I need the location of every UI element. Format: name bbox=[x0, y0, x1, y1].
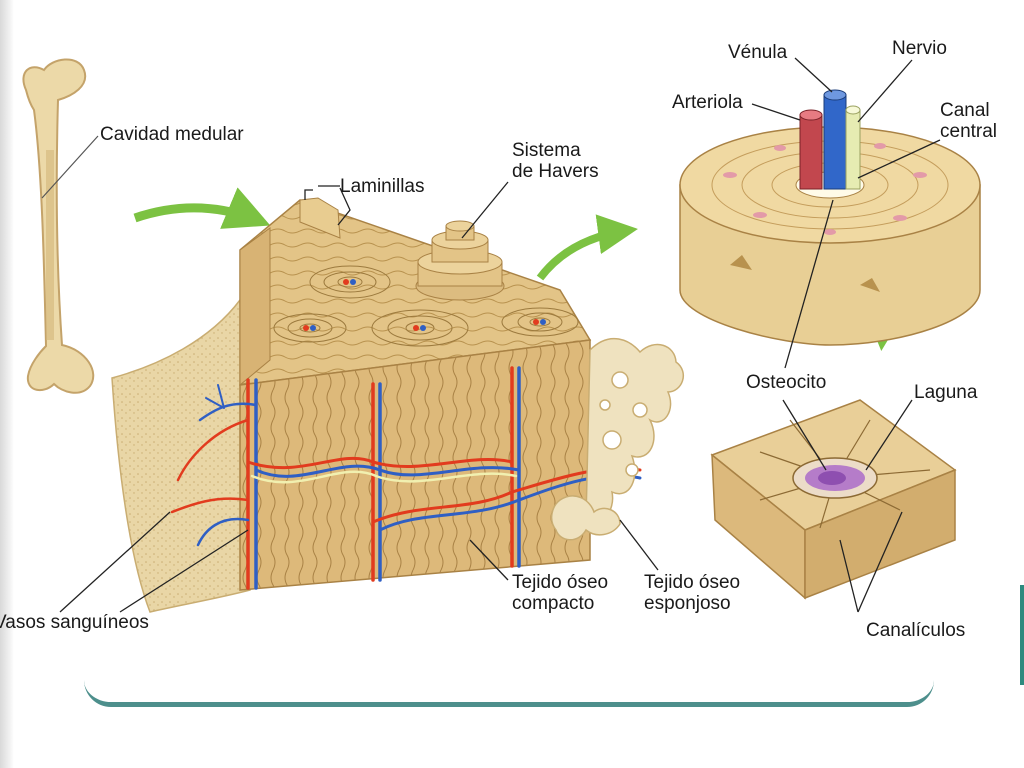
label-canal-central-line2: central bbox=[940, 121, 998, 142]
right-edge-accent bbox=[1020, 585, 1024, 685]
left-margin-strip bbox=[0, 0, 14, 768]
label-canaliculos: Canalículos bbox=[866, 620, 966, 641]
label-tejido-esponjoso-line2: esponjoso bbox=[644, 593, 731, 614]
label-cavidad-medular: Cavidad medular bbox=[100, 124, 244, 145]
arrow-2 bbox=[536, 214, 638, 281]
label-sistema-havers: Sistema de Havers bbox=[512, 140, 599, 182]
label-osteocito: Osteocito bbox=[746, 372, 827, 393]
periosteum bbox=[111, 297, 251, 613]
leader-lines bbox=[59, 57, 941, 613]
label-sistema-havers-line2: de Havers bbox=[512, 161, 599, 182]
label-laguna: Laguna bbox=[914, 382, 978, 403]
label-tejido-compacto-line2: compacto bbox=[512, 593, 595, 614]
label-laminillas: Laminillas bbox=[340, 176, 425, 197]
label-tejido-compacto-line1: Tejido óseo bbox=[512, 572, 609, 593]
label-venula: Vénula bbox=[728, 42, 788, 63]
spongy-bone bbox=[550, 337, 685, 541]
compact-bone-block bbox=[239, 197, 592, 591]
osteons bbox=[273, 265, 579, 347]
osteon-canals bbox=[303, 279, 546, 331]
arrow-1 bbox=[133, 187, 271, 229]
label-nervio: Nervio bbox=[892, 38, 947, 59]
label-tejido-esponjoso-line1: Tejido óseo bbox=[644, 572, 741, 593]
lacuna-block bbox=[710, 399, 957, 600]
central-canal-vessels bbox=[799, 89, 861, 190]
label-tejido-esponjoso: Tejido óseo esponjoso bbox=[644, 572, 740, 614]
label-arteriola: Arteriola bbox=[672, 92, 743, 113]
femur-bone bbox=[22, 58, 95, 394]
blood-vessels bbox=[170, 366, 642, 590]
label-canal-central-line1: Canal bbox=[940, 100, 990, 121]
slide-bottom-band bbox=[84, 680, 934, 707]
label-canal-central: Canal central bbox=[940, 100, 997, 142]
havers-system-tower bbox=[415, 220, 505, 301]
label-sistema-havers-line1: Sistema bbox=[512, 140, 581, 161]
label-vasos-sanguineos: Vasos sanguíneos bbox=[0, 612, 149, 633]
label-tejido-compacto: Tejido óseo compacto bbox=[512, 572, 608, 614]
leader-cavidad bbox=[41, 135, 99, 199]
